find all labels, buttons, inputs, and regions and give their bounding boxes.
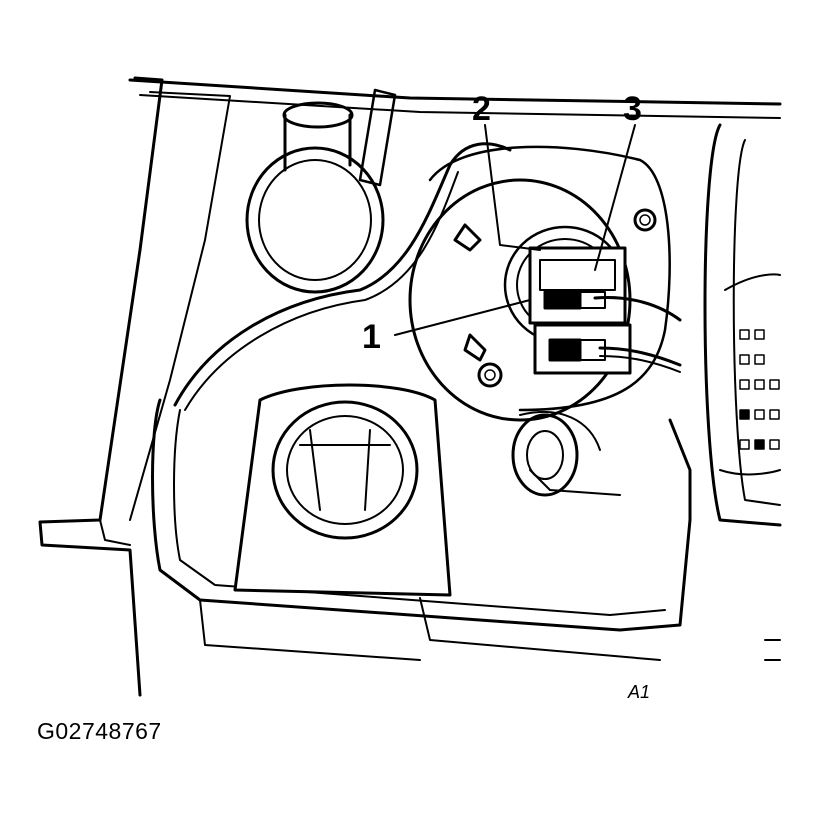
leader-line-2 (484, 124, 541, 251)
leader-line-1 (394, 299, 531, 336)
housing-outline-inner (173, 409, 666, 616)
figure-id: G02748767 (37, 718, 162, 744)
housing-top-edge (128, 78, 782, 106)
housing-outline (151, 398, 692, 632)
bulb-connector (528, 246, 682, 375)
left-mounting-bracket (38, 76, 164, 697)
lower-socket-funnel (233, 383, 452, 597)
wiring-harness (173, 142, 512, 407)
callout-2: 2 (472, 90, 491, 128)
adjuster-cylinder (245, 101, 385, 294)
view-marker: A1 (627, 682, 650, 702)
adjacent-led-grid (739, 329, 780, 450)
callout-3: 3 (623, 90, 642, 128)
callout-1: 1 (362, 318, 381, 356)
housing-top-edge-inner (139, 94, 781, 119)
left-bracket-inner (129, 91, 231, 521)
screw-upper-right (633, 208, 657, 232)
screw-lower-left (477, 362, 503, 388)
adjacent-lamp-housing (703, 123, 782, 527)
side-marker-socket (511, 410, 621, 497)
leader-line-3 (594, 124, 636, 271)
